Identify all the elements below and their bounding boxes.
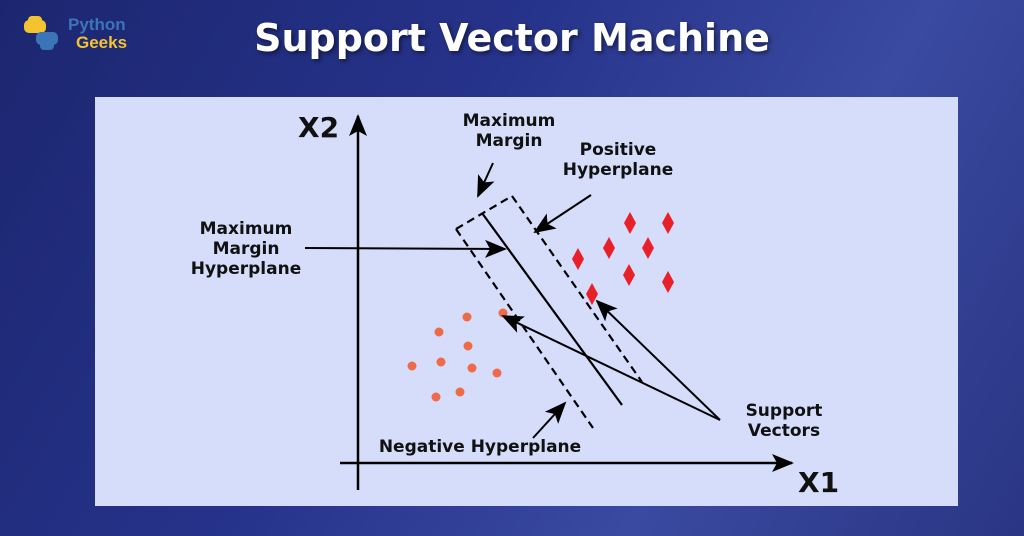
- positive-hyperplane-label-2: Hyperplane: [563, 160, 674, 180]
- dot-point: [462, 312, 472, 322]
- mmh-label-1: Maximum: [200, 219, 293, 239]
- negative-hyperplane-arrow: [532, 401, 567, 439]
- diamond-point: [572, 248, 584, 270]
- support-vector-arrow-negative: [501, 315, 721, 421]
- maximum-margin-label-1: Maximum: [463, 111, 556, 131]
- python-logo-icon: [24, 16, 58, 50]
- dot-point: [492, 368, 502, 378]
- support-vectors-label-1: Support: [746, 401, 823, 421]
- diamond-point: [603, 237, 615, 259]
- diamond-point: [662, 271, 674, 293]
- x-axis-label: X1: [798, 466, 839, 499]
- support-vector-arrow-positive: [595, 299, 721, 421]
- dot-point: [407, 361, 417, 371]
- dot-point: [431, 392, 441, 402]
- positive-hyperplane-label-1: Positive: [580, 140, 657, 160]
- page-title: Support Vector Machine: [254, 16, 770, 60]
- diamond-point: [624, 212, 636, 234]
- python-geeks-logo: Python Geeks: [22, 14, 127, 54]
- dot-point: [467, 363, 477, 373]
- mmh-label-2: Margin: [213, 239, 280, 259]
- support-vectors-label-2: Vectors: [748, 421, 820, 441]
- dot-point: [434, 327, 444, 337]
- y-axis-label: X2: [298, 111, 339, 144]
- positive-hyperplane-line: [511, 195, 643, 383]
- dot-point: [455, 387, 465, 397]
- margin-box-top: [455, 195, 513, 230]
- diamond-point: [642, 237, 654, 259]
- dot-point: [436, 357, 446, 367]
- logo-line2: Geeks: [76, 33, 128, 52]
- negative-hyperplane-label: Negative Hyperplane: [379, 437, 581, 457]
- diamond-point: [662, 212, 674, 234]
- maximum-margin-arrow: [477, 162, 495, 198]
- dot-point: [463, 341, 473, 351]
- positive-hyperplane-arrow: [533, 194, 592, 234]
- maximum-margin-hyperplane-arrow: [304, 239, 507, 258]
- negative-class-points: [407, 308, 508, 402]
- diamond-point: [586, 283, 598, 305]
- positive-class-points: [572, 212, 674, 305]
- diamond-point: [623, 264, 635, 286]
- diagram-panel: [95, 97, 958, 506]
- mmh-label-3: Hyperplane: [191, 259, 302, 279]
- logo-line1: Python: [68, 15, 126, 34]
- maximum-margin-label-2: Margin: [476, 131, 543, 151]
